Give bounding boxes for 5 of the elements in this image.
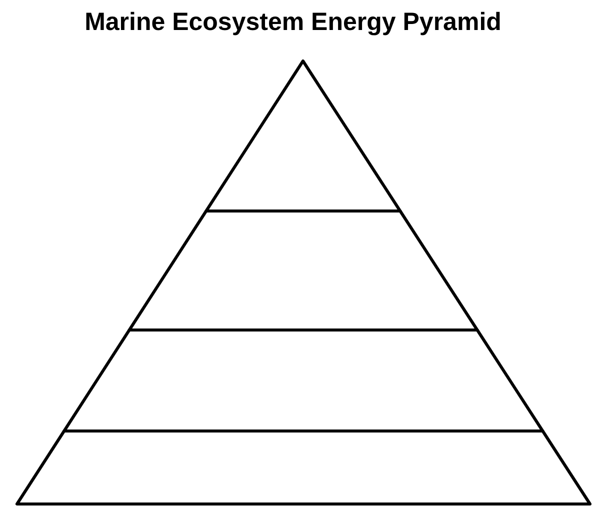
- pyramid-top-tier: [203, 58, 403, 214]
- diagram-title: Marine Ecosystem Energy Pyramid: [84, 7, 502, 37]
- pyramid-tier: [14, 428, 593, 507]
- pyramid-tier: [61, 327, 546, 434]
- pyramid-tier: [126, 208, 480, 333]
